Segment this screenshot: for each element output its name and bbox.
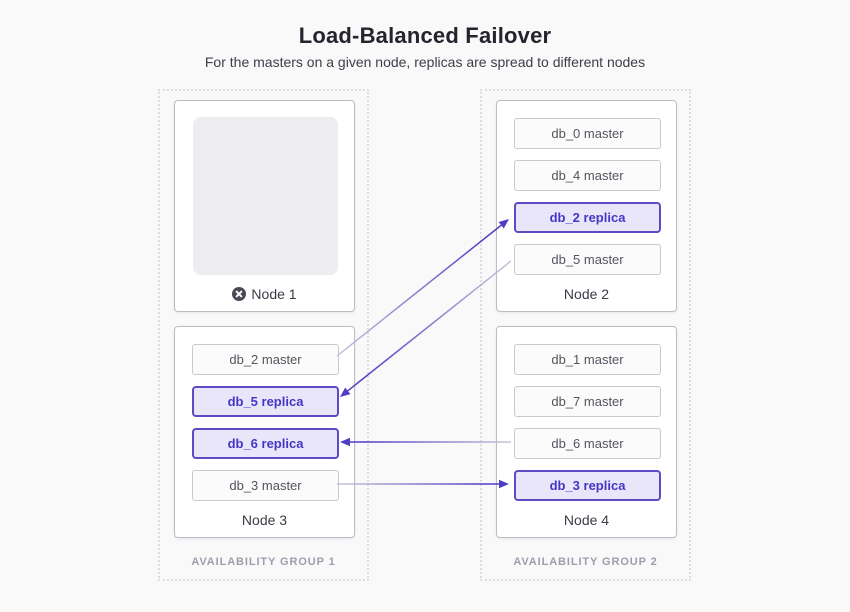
- page-title: Load-Balanced Failover: [298, 23, 552, 48]
- db-box: db_7 master: [514, 386, 661, 417]
- db-box: db_3 master: [192, 470, 339, 501]
- availability-group-2-label: AVAILABILITY GROUP 2: [513, 556, 658, 568]
- node-4-label: Node 4: [497, 512, 676, 528]
- node-3-card: db_2 master db_5 replica db_6 replica db…: [174, 326, 355, 538]
- db-box: db_4 master: [514, 160, 661, 191]
- db-box: db_1 master: [514, 344, 661, 375]
- db-box: db_6 master: [514, 428, 661, 459]
- availability-group-1: Node 1 db_2 master db_5 replica db_6 rep…: [158, 89, 369, 581]
- node-name: Node 3: [241, 512, 288, 528]
- db-box: db_6 replica: [192, 428, 339, 459]
- node-name: Node 1: [251, 286, 297, 302]
- db-box: db_5 replica: [192, 386, 339, 417]
- db-box: db_2 replica: [514, 202, 661, 233]
- db-box: db_2 master: [192, 344, 339, 375]
- availability-group-1-label: AVAILABILITY GROUP 1: [191, 556, 336, 568]
- node-name: Node 2: [563, 286, 610, 302]
- node-1-card: Node 1: [174, 100, 355, 312]
- node-2-label: Node 2: [497, 286, 676, 302]
- node-4-card: db_1 master db_7 master db_6 master db_3…: [496, 326, 677, 538]
- db-box: db_0 master: [514, 118, 661, 149]
- x-circle-icon: [232, 287, 247, 301]
- availability-group-2: db_0 master db_4 master db_2 replica db_…: [480, 89, 691, 581]
- page-subtitle: For the masters on a given node, replica…: [204, 54, 646, 70]
- node-2-card: db_0 master db_4 master db_2 replica db_…: [496, 100, 677, 312]
- node-1-label: Node 1: [175, 286, 354, 302]
- db-box: db_5 master: [514, 244, 661, 275]
- node-name: Node 4: [563, 512, 610, 528]
- db-box: db_3 replica: [514, 470, 661, 501]
- node-3-label: Node 3: [175, 512, 354, 528]
- failed-node-placeholder: [193, 117, 338, 275]
